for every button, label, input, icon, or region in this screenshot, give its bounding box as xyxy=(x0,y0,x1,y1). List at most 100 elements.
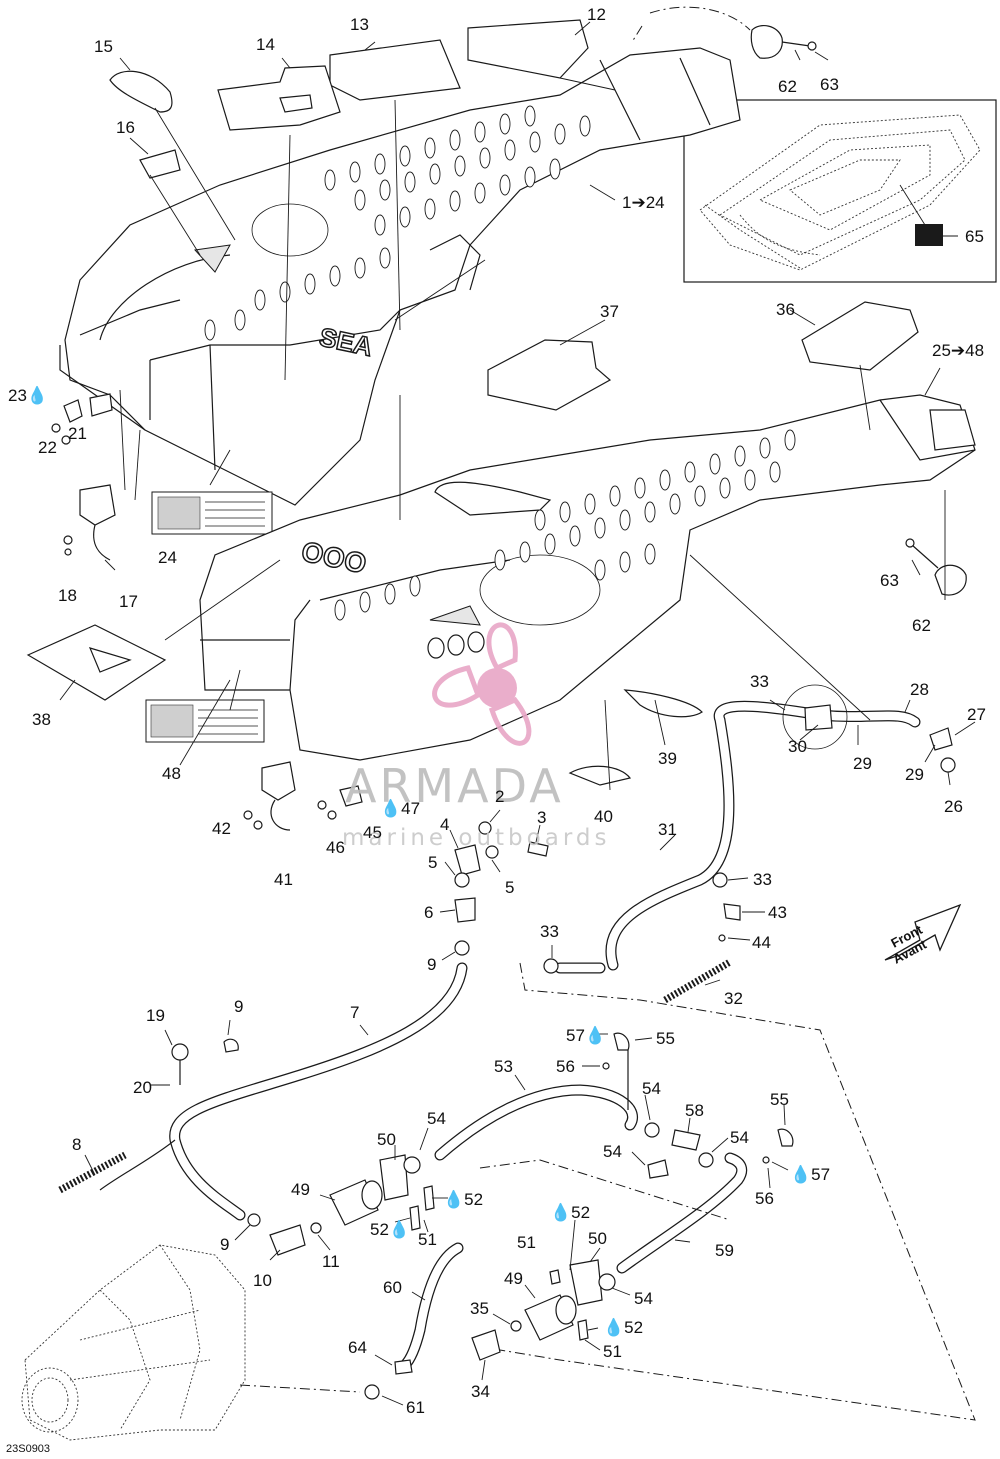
hose-60 xyxy=(399,1242,464,1371)
callout-20: 20 xyxy=(133,1078,152,1097)
callout-33-b: 33 xyxy=(753,870,772,889)
hose-53 xyxy=(434,1050,638,1161)
callout-63-lower: 63 xyxy=(880,571,899,590)
watermark-tagline: marine outboards xyxy=(342,825,610,851)
callout-57-b: 💧57 xyxy=(790,1164,830,1184)
callout-58: 58 xyxy=(685,1101,704,1120)
callout-54-a: 54 xyxy=(642,1079,661,1098)
callout-32: 32 xyxy=(724,989,743,1008)
callout-6: 6 xyxy=(424,903,433,922)
mat-13 xyxy=(329,39,461,101)
callout-40: 40 xyxy=(594,807,613,826)
reference-lines xyxy=(239,6,976,1421)
mat-37 xyxy=(487,339,612,411)
deck-tread-pattern-lower xyxy=(334,429,796,621)
callout-33-a: 33 xyxy=(750,672,769,691)
callout-9-c: 9 xyxy=(220,1235,229,1254)
pump-assembly-upper xyxy=(171,1038,435,1256)
jet-pump-housing xyxy=(21,1244,246,1441)
callout-25: 25➔48 xyxy=(932,341,984,360)
callout-34: 34 xyxy=(471,1382,490,1401)
callout-55-b: 55 xyxy=(770,1090,789,1109)
callout-60: 60 xyxy=(383,1278,402,1297)
decal-16 xyxy=(139,149,181,179)
callout-56-a: 56 xyxy=(556,1057,575,1076)
lower-mats-and-decals xyxy=(26,301,967,831)
callout-38: 38 xyxy=(32,710,51,729)
callout-49-a: 49 xyxy=(291,1180,310,1199)
pad-39 xyxy=(623,689,703,718)
callout-50-a: 50 xyxy=(377,1130,396,1149)
callout-51-b: 51 xyxy=(517,1233,536,1252)
callout-43: 43 xyxy=(768,903,787,922)
callout-23: 23💧 xyxy=(8,385,48,405)
mat-36 xyxy=(801,301,919,371)
callout-29-a: 29 xyxy=(853,754,872,773)
callout-63-upper: 63 xyxy=(820,75,839,94)
callout-12: 12 xyxy=(587,5,606,24)
callout-2: 2 xyxy=(495,787,504,806)
callout-46: 46 xyxy=(326,838,345,857)
callout-62-lower: 62 xyxy=(912,616,931,635)
callout-52-c: 💧52 xyxy=(550,1202,590,1222)
spring-32 xyxy=(663,958,732,1004)
callout-47: 💧47 xyxy=(380,798,420,818)
callout-15: 15 xyxy=(94,37,113,56)
callout-54-e: 54 xyxy=(634,1289,653,1308)
callout-22: 22 xyxy=(38,438,57,457)
cap-62-upper xyxy=(750,24,783,59)
callout-labels: 1➔24 12 13 14 15 16 62 63 65 23💧 22 21 2… xyxy=(8,5,986,1417)
callout-18: 18 xyxy=(58,586,77,605)
fuel-hose-7 xyxy=(99,962,468,1221)
callout-48: 48 xyxy=(162,764,181,783)
callout-8: 8 xyxy=(72,1135,81,1154)
callout-51-a: 51 xyxy=(418,1230,437,1249)
callout-21: 21 xyxy=(68,424,87,443)
callout-64: 64 xyxy=(348,1338,367,1357)
callout-17: 17 xyxy=(119,592,138,611)
front-direction-arrow: Front Avant xyxy=(884,903,962,967)
callout-10: 10 xyxy=(253,1271,272,1290)
watermark-brand: ARMADA xyxy=(345,759,564,813)
upper-mats-and-decals xyxy=(109,19,817,179)
callout-33-c: 33 xyxy=(540,922,559,941)
diagram-code: 23S0903 xyxy=(6,1443,50,1455)
mat-14 xyxy=(217,65,341,131)
callout-14: 14 xyxy=(256,35,275,54)
callout-16: 16 xyxy=(116,118,135,137)
callout-5-b: 5 xyxy=(505,878,514,897)
vent-hose-28-31 xyxy=(554,684,956,974)
hose-59 xyxy=(616,1152,748,1274)
callout-54-c: 54 xyxy=(603,1142,622,1161)
callout-62-upper: 62 xyxy=(778,77,797,96)
callout-59: 59 xyxy=(715,1241,734,1260)
callout-49-b: 49 xyxy=(504,1269,523,1288)
callout-56-b: 56 xyxy=(755,1189,774,1208)
fittings-right xyxy=(364,1032,794,1400)
callout-9-b: 9 xyxy=(234,997,243,1016)
cap-62-lower xyxy=(934,564,967,596)
callout-54-b: 54 xyxy=(730,1128,749,1147)
upper-body-assembly: SEA xyxy=(59,47,741,506)
decal-65-marker xyxy=(915,224,943,246)
spring-8 xyxy=(58,1151,127,1194)
callout-31: 31 xyxy=(658,820,677,839)
callout-53: 53 xyxy=(494,1057,513,1076)
callout-5-a: 5 xyxy=(428,853,437,872)
callout-9-a: 9 xyxy=(427,955,436,974)
callout-51-c: 51 xyxy=(603,1342,622,1361)
callout-41: 41 xyxy=(274,870,293,889)
callout-35: 35 xyxy=(470,1299,489,1318)
mat-38 xyxy=(26,624,167,701)
callout-27: 27 xyxy=(967,705,986,724)
pad-40 xyxy=(568,765,632,786)
callout-44: 44 xyxy=(752,933,771,952)
pump-assembly-lower xyxy=(471,1259,616,1361)
deck-tread-pattern-upper xyxy=(204,105,591,341)
inset-craft-overview xyxy=(683,99,997,283)
callout-26: 26 xyxy=(944,797,963,816)
callout-7: 7 xyxy=(350,1003,359,1022)
callout-50-b: 50 xyxy=(588,1229,607,1248)
callout-1: 1➔24 xyxy=(622,193,665,212)
